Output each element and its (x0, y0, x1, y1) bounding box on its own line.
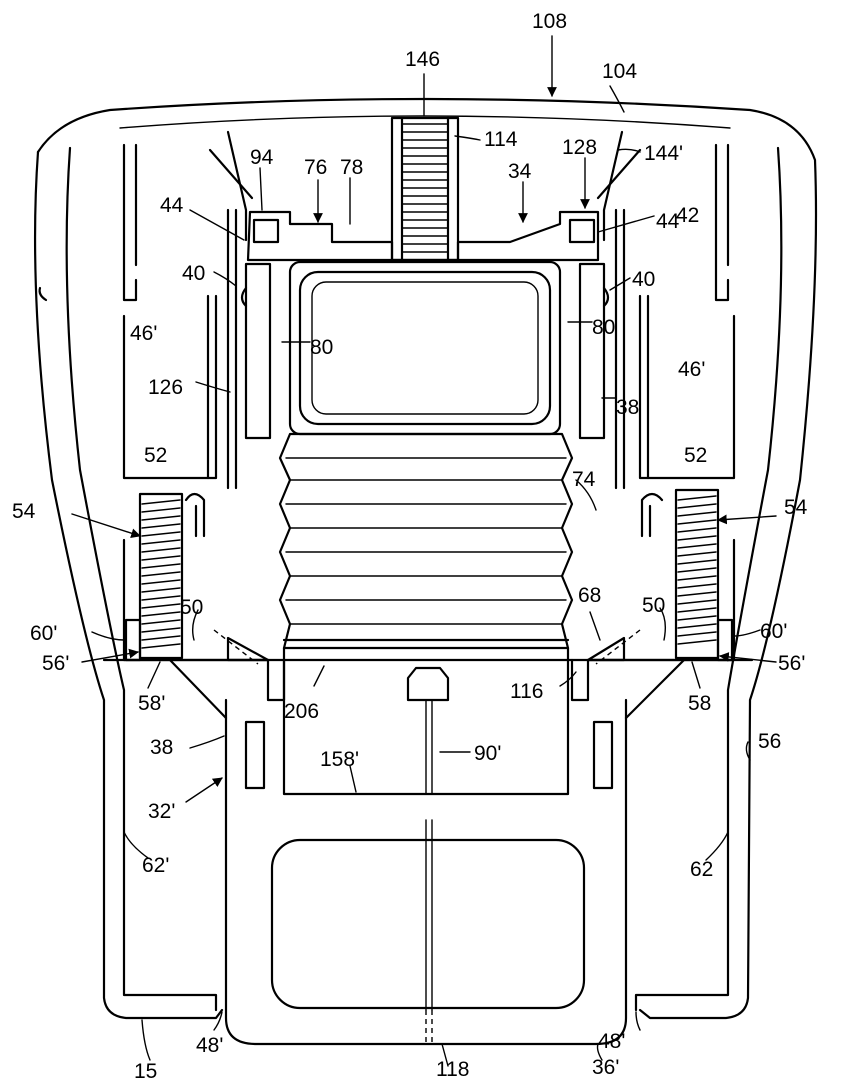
label-60p-right: 60' (760, 620, 787, 643)
label-40-right: 40 (632, 268, 655, 291)
label-46p-left: 46' (130, 322, 157, 345)
label-56p-left: 56' (42, 652, 69, 675)
label-50-left: 50 (180, 596, 203, 619)
label-54-left: 54 (12, 500, 36, 523)
label-80-right: 80 (592, 316, 615, 339)
label-46p-right: 46' (678, 358, 705, 381)
label-126: 126 (148, 376, 183, 399)
outer-housing (33, 97, 818, 1020)
label-62p: 62' (142, 854, 169, 877)
label-56: 56 (758, 730, 781, 753)
bellows (278, 432, 574, 650)
label-76: 76 (304, 156, 327, 179)
lid-block (244, 210, 606, 440)
label-32p: 32' (148, 800, 175, 823)
label-52-left: 52 (144, 444, 167, 467)
label-114: 114 (484, 128, 518, 151)
reference-labels: 108 104 146 114 128 34 144' 94 76 78 44 … (12, 10, 808, 1078)
label-38-lower: 38 (150, 736, 173, 759)
label-158p: 158' (320, 748, 359, 771)
label-48p-left: 48' (196, 1034, 223, 1057)
label-146: 146 (405, 48, 440, 71)
hook-clips (184, 492, 664, 665)
label-54-right: 54 (784, 496, 808, 519)
label-50-right: 50 (642, 594, 665, 617)
label-52-right: 52 (684, 444, 707, 467)
label-60p-left: 60' (30, 622, 57, 645)
label-15: 15 (134, 1060, 157, 1078)
spring-pockets (38, 286, 754, 795)
label-44-right: 44 (656, 210, 680, 233)
label-44-left: 44 (160, 194, 184, 217)
label-56p-right: 56' (778, 652, 805, 675)
label-108: 108 (532, 10, 567, 33)
label-94: 94 (250, 146, 274, 169)
label-118: 118 (436, 1058, 469, 1078)
side-walls (122, 294, 736, 480)
left-spring (138, 492, 184, 660)
label-74: 74 (572, 468, 596, 491)
top-spring (390, 116, 460, 262)
label-144p: 144' (644, 142, 683, 165)
right-spring (674, 488, 720, 660)
leader-lines (71, 35, 777, 1067)
top-chamber (122, 130, 730, 490)
label-34: 34 (508, 160, 532, 183)
label-62: 62 (690, 858, 713, 881)
label-78: 78 (340, 156, 363, 179)
label-38-upper: 38 (616, 396, 639, 419)
label-116: 116 (510, 680, 543, 703)
label-40-left: 40 (182, 262, 205, 285)
label-206: 206 (284, 700, 319, 723)
label-104: 104 (602, 60, 637, 83)
label-80-left: 80 (310, 336, 333, 359)
label-36p: 36' (592, 1056, 619, 1078)
label-90p: 90' (474, 742, 501, 765)
label-68: 68 (578, 584, 601, 607)
label-58p: 58' (138, 692, 165, 715)
label-48p-right: 48' (598, 1030, 625, 1053)
label-58: 58 (688, 692, 711, 715)
label-42: 42 (676, 204, 699, 227)
label-128: 128 (562, 136, 597, 159)
